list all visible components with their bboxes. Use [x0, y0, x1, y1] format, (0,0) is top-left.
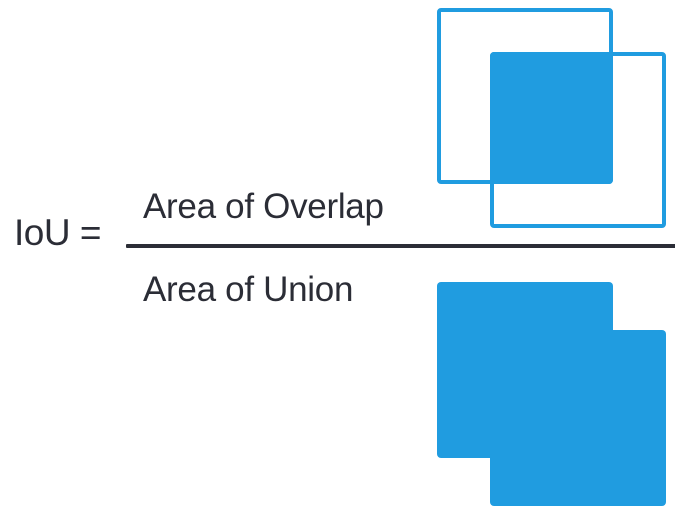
- overlap-diagram: [0, 0, 675, 240]
- fraction-numerator-label: Area of Overlap: [143, 187, 384, 226]
- formula-left-hand-side: IoU =: [14, 212, 101, 253]
- overlap-intersection-fill: [490, 52, 613, 184]
- fraction-bar: [126, 244, 675, 248]
- fraction-denominator-label: Area of Union: [143, 270, 354, 309]
- union-seam-patch: [494, 334, 609, 454]
- union-diagram: [0, 270, 675, 518]
